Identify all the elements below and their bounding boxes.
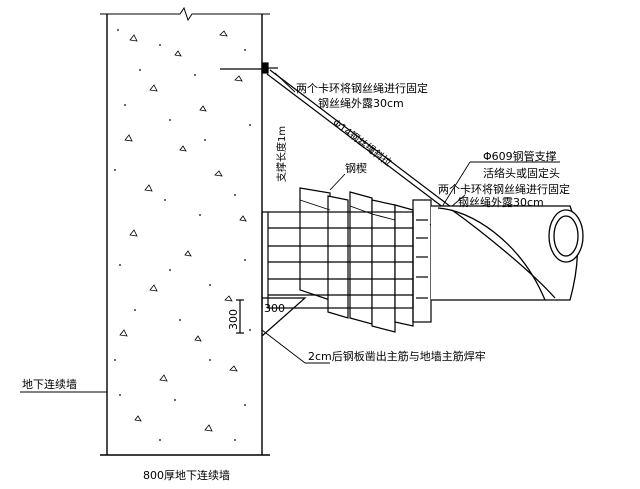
wedge-lines xyxy=(299,199,396,221)
support-assembly xyxy=(261,199,432,323)
clamp-note-right-1: 两个卡环将钢丝绳进行固定 xyxy=(438,182,570,196)
steel-wedges xyxy=(299,187,414,333)
support-length-label: 支撑长度1m xyxy=(275,126,288,182)
clamp-note-top-1: 两个卡环将钢丝绳进行固定 xyxy=(296,81,428,95)
dimension-horizontal: 300 xyxy=(264,302,285,315)
active-end-label: 活络头或固定头 xyxy=(483,166,560,180)
corner-bracket xyxy=(236,297,307,337)
wall-label-bottom: 800厚地下连续墙 xyxy=(143,468,230,482)
clamp-note-top-2: 钢丝绳外露30cm xyxy=(318,96,404,110)
weld-note: 2cm后钢板凿出主筋与地墙主筋焊牢 xyxy=(308,349,486,363)
wire-rope xyxy=(266,69,456,215)
concrete-dots xyxy=(114,29,251,441)
wall-label-left: 地下连续墙 xyxy=(22,377,77,391)
pipe-label: Φ609钢管支撑 xyxy=(483,149,557,163)
dimension-vertical: 300 xyxy=(227,309,240,330)
concrete-texture xyxy=(119,30,247,432)
clamp-note-right-2: 钢丝绳外露30cm xyxy=(458,195,544,209)
wire-rope-label: Φ14钢丝绳斜拉 xyxy=(330,116,394,169)
steel-pipe xyxy=(431,205,584,301)
diaphragm-wall xyxy=(100,6,270,456)
top-anchor xyxy=(220,62,278,74)
steel-wedge-label: 钢楔 xyxy=(345,162,367,175)
